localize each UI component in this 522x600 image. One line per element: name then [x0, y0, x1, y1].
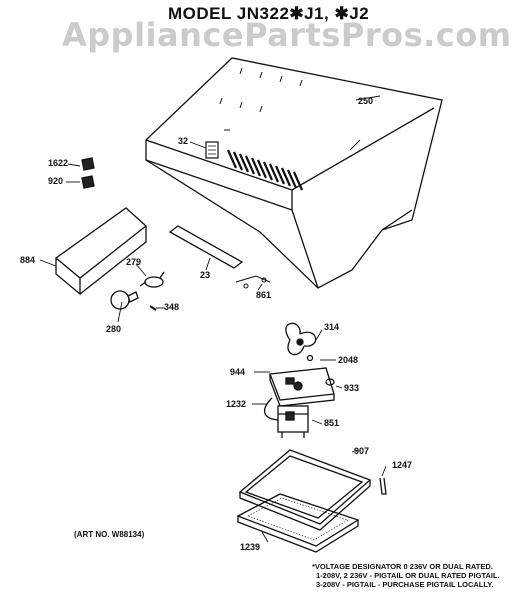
motor — [277, 405, 309, 438]
voltage-note-line-2: 1-208V, 2 236V - PIGTAIL OR DUAL RATED P… — [316, 571, 500, 580]
clips — [235, 275, 271, 289]
callout-filter-clip: 1247 — [392, 460, 413, 470]
callout-filter-frame: 907 — [354, 446, 370, 456]
callout-lamp: 280 — [106, 324, 122, 334]
screw — [149, 305, 157, 311]
trim-strip — [168, 225, 244, 269]
callout-switch: 920 — [48, 176, 64, 186]
callout-wire-harness: 1232 — [226, 399, 247, 409]
callout-lamp-socket: 279 — [126, 257, 142, 267]
callout-label: 32 — [178, 136, 189, 146]
filter-frame — [238, 449, 372, 531]
switch-knobs — [81, 157, 95, 189]
callout-motor: 851 — [324, 418, 340, 428]
lamp-bulb — [110, 290, 139, 310]
leader-lines — [39, 95, 387, 543]
callout-screw: 348 — [164, 302, 180, 312]
voltage-note-line-3: 3-208V - PIGTAIL - PURCHASE PIGTAIL LOCA… — [316, 580, 494, 589]
range-hood — [145, 57, 443, 289]
filter-clip — [379, 477, 387, 495]
watermark: AppliancePartsPros.com — [62, 16, 512, 54]
callout-trim-strip: 23 — [200, 270, 211, 280]
callout-bracket: 884 — [20, 255, 36, 265]
callout-nut: 2048 — [338, 355, 359, 365]
page-title: MODEL JN322✱J1, ✱J2 — [168, 4, 370, 23]
filter — [236, 493, 360, 553]
callout-hood: 250 — [358, 96, 374, 106]
callout-filter: 1239 — [240, 542, 261, 552]
callout-motor-bracket: 944 — [230, 367, 246, 377]
lamp-bracket — [54, 207, 148, 296]
art-number: (ART NO. W88134) — [74, 530, 145, 539]
callout-switch-knob: 1622 — [48, 158, 69, 168]
lamp-socket — [139, 271, 165, 288]
motor-bracket — [269, 367, 335, 407]
callout-grommet: 933 — [344, 383, 360, 393]
fan-blade — [285, 322, 317, 356]
voltage-note-line-1: *VOLTAGE DESIGNATOR 0 236V OR DUAL RATED… — [312, 562, 493, 571]
callout-clips: 861 — [256, 290, 272, 300]
callout-fan-blade: 314 — [324, 322, 340, 332]
grommet — [325, 378, 335, 386]
nut — [306, 354, 314, 362]
